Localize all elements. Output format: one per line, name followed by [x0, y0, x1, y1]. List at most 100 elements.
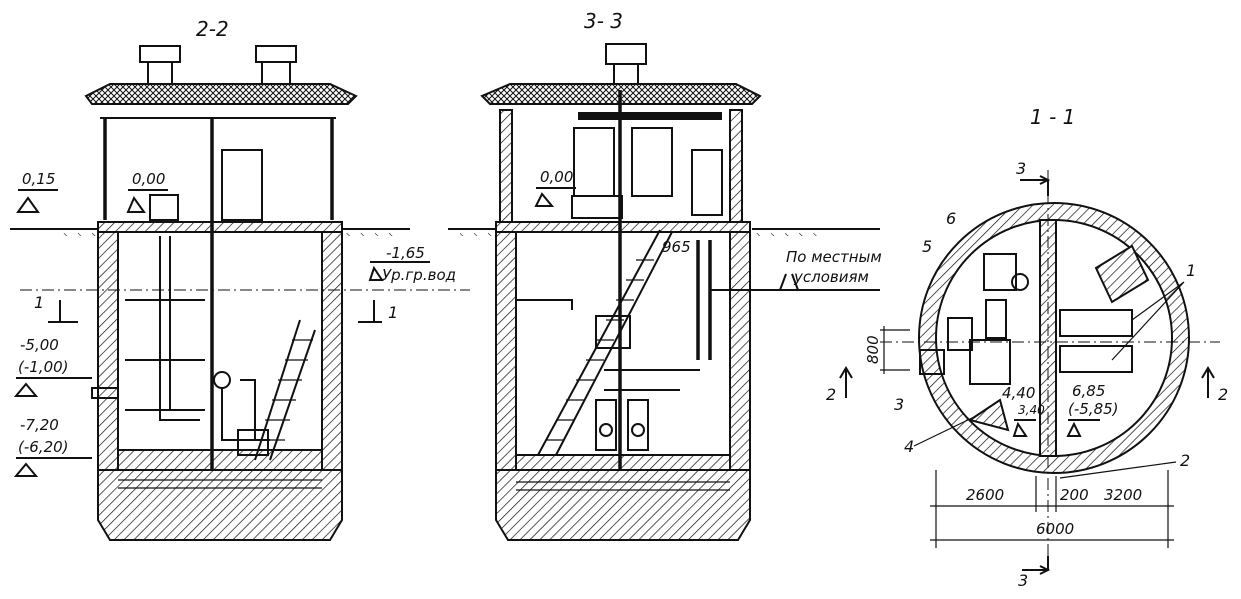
plan-partition [1039, 219, 1057, 457]
level-000-a: 0,00 [132, 170, 165, 188]
shaft3-slab-lines [516, 481, 730, 491]
cabinet [221, 149, 263, 221]
local-conditions-2: условиям [793, 268, 869, 286]
level-015-mark [16, 189, 58, 213]
section-1-1-plan: 1 - 1 6 5 1 3 4 2 800 4,40 3,40 6,85 (-5… [826, 105, 1228, 590]
vent3-stack [605, 43, 647, 84]
top-slab [97, 221, 343, 233]
dim-6000: 6000 [1036, 520, 1074, 538]
level-000-a-mark [126, 189, 168, 213]
level-m100: (-1,00) [18, 358, 69, 376]
ladder-rungs [260, 339, 313, 441]
cut-3-top-label: 3 [1016, 159, 1026, 178]
cut-3-bottom-label: 3 [1018, 571, 1028, 590]
section-1-1-title: 1 - 1 [1030, 105, 1075, 129]
level-m165-mark [368, 261, 430, 281]
level-m500: -5,00 [20, 336, 59, 354]
slab-lines [118, 479, 322, 489]
doors [573, 127, 673, 197]
cut-2-right-label: 2 [1218, 385, 1228, 404]
plan-label-5: 5 [922, 237, 932, 256]
level-m620: (-6,20) [18, 438, 69, 456]
dim-200: 200 [1060, 486, 1089, 504]
cut-3-bottom-mark [1022, 556, 1051, 575]
stair-rungs [546, 259, 654, 441]
shaft3-top-slab [495, 221, 751, 233]
plan-label-2: 2 [1180, 451, 1190, 470]
dim-440: 4,40 [1002, 384, 1035, 402]
dim-965: 965 [662, 238, 691, 256]
valves [595, 399, 649, 451]
vent-stack-2 [255, 45, 297, 84]
valve-wheel [213, 371, 231, 389]
leader-4 [913, 417, 973, 447]
lintel [578, 112, 722, 120]
local-level-mark [760, 273, 880, 291]
pavilion3-wall-left [499, 109, 513, 223]
shaft-wall-right [321, 223, 343, 471]
section-3-3-title: 3- 3 [584, 9, 623, 33]
cut-2-left-mark [839, 366, 853, 398]
level-000-b: 0,00 [540, 168, 573, 186]
soil-left-a [60, 229, 98, 236]
inclined-ladder [254, 319, 316, 461]
pump-pipes [221, 379, 270, 441]
dim-340: 3,40 [1018, 403, 1045, 417]
fan-6 [1011, 273, 1029, 291]
pump-unit [237, 429, 269, 456]
base-box [571, 195, 623, 219]
soil-mid-a [460, 229, 496, 236]
inner-floor [117, 449, 323, 471]
dim-800: 800 [864, 335, 882, 364]
soil-mid-b [752, 229, 820, 236]
section-2-2-title: 2-2 [196, 17, 229, 41]
level-015: 0,15 [22, 170, 55, 188]
plan-label-3: 3 [894, 395, 904, 414]
riser-pipes [696, 240, 712, 360]
equipment-stack [969, 299, 1011, 385]
level-685-mark [1066, 419, 1100, 437]
platforms [125, 299, 205, 411]
soil-left-b [340, 229, 400, 236]
level-m720: -7,20 [20, 416, 59, 434]
equipment-hatched-bottom [967, 398, 1010, 432]
level-000-b-mark [534, 187, 576, 207]
pavilion-walls [103, 118, 334, 220]
valve-wheel-b [631, 423, 645, 437]
pavilion3-wall-right [729, 109, 743, 223]
valve-wheel-a [599, 423, 613, 437]
cut-1-right-label: 1 [388, 303, 398, 322]
equipment-5 [947, 317, 973, 351]
equipment-3 [919, 349, 945, 375]
dim-2600: 2600 [966, 486, 1004, 504]
cut-3-top-mark [1020, 175, 1051, 196]
dim-extension-lines [935, 470, 1169, 548]
equipment-hatched-top [1094, 244, 1150, 304]
cut-2-left-label: 2 [826, 385, 836, 404]
plan-label-4: 4 [904, 437, 914, 456]
ladder-frame [159, 236, 200, 421]
wall-bracket [516, 299, 573, 310]
stair-stringers [537, 229, 673, 456]
dim-685: 6,85 [1072, 382, 1105, 400]
level-m500-mark [13, 377, 92, 397]
vent-stack-1 [139, 45, 181, 84]
level-m165: -1,65 [386, 244, 425, 262]
shaft3-bottom [495, 469, 751, 541]
hatch-box [149, 194, 179, 221]
dim-3200: 3200 [1104, 486, 1142, 504]
plan-label-6: 6 [946, 209, 956, 228]
groundwater-label: Ур.гр.вод [382, 266, 456, 284]
cut-1-left-label: 1 [34, 293, 44, 312]
leader-1 [1111, 281, 1185, 361]
roof-slab [84, 83, 358, 105]
dim-800-line [880, 326, 910, 374]
leader-2 [1059, 461, 1177, 479]
shaft3-floor [515, 454, 731, 471]
cut-1-right-mark [358, 300, 382, 323]
plan-label-1: 1 [1186, 261, 1196, 280]
pump-units-1 [1059, 309, 1133, 373]
cut-2-right-mark [1201, 366, 1215, 398]
shaft3-wall-right [729, 223, 751, 471]
